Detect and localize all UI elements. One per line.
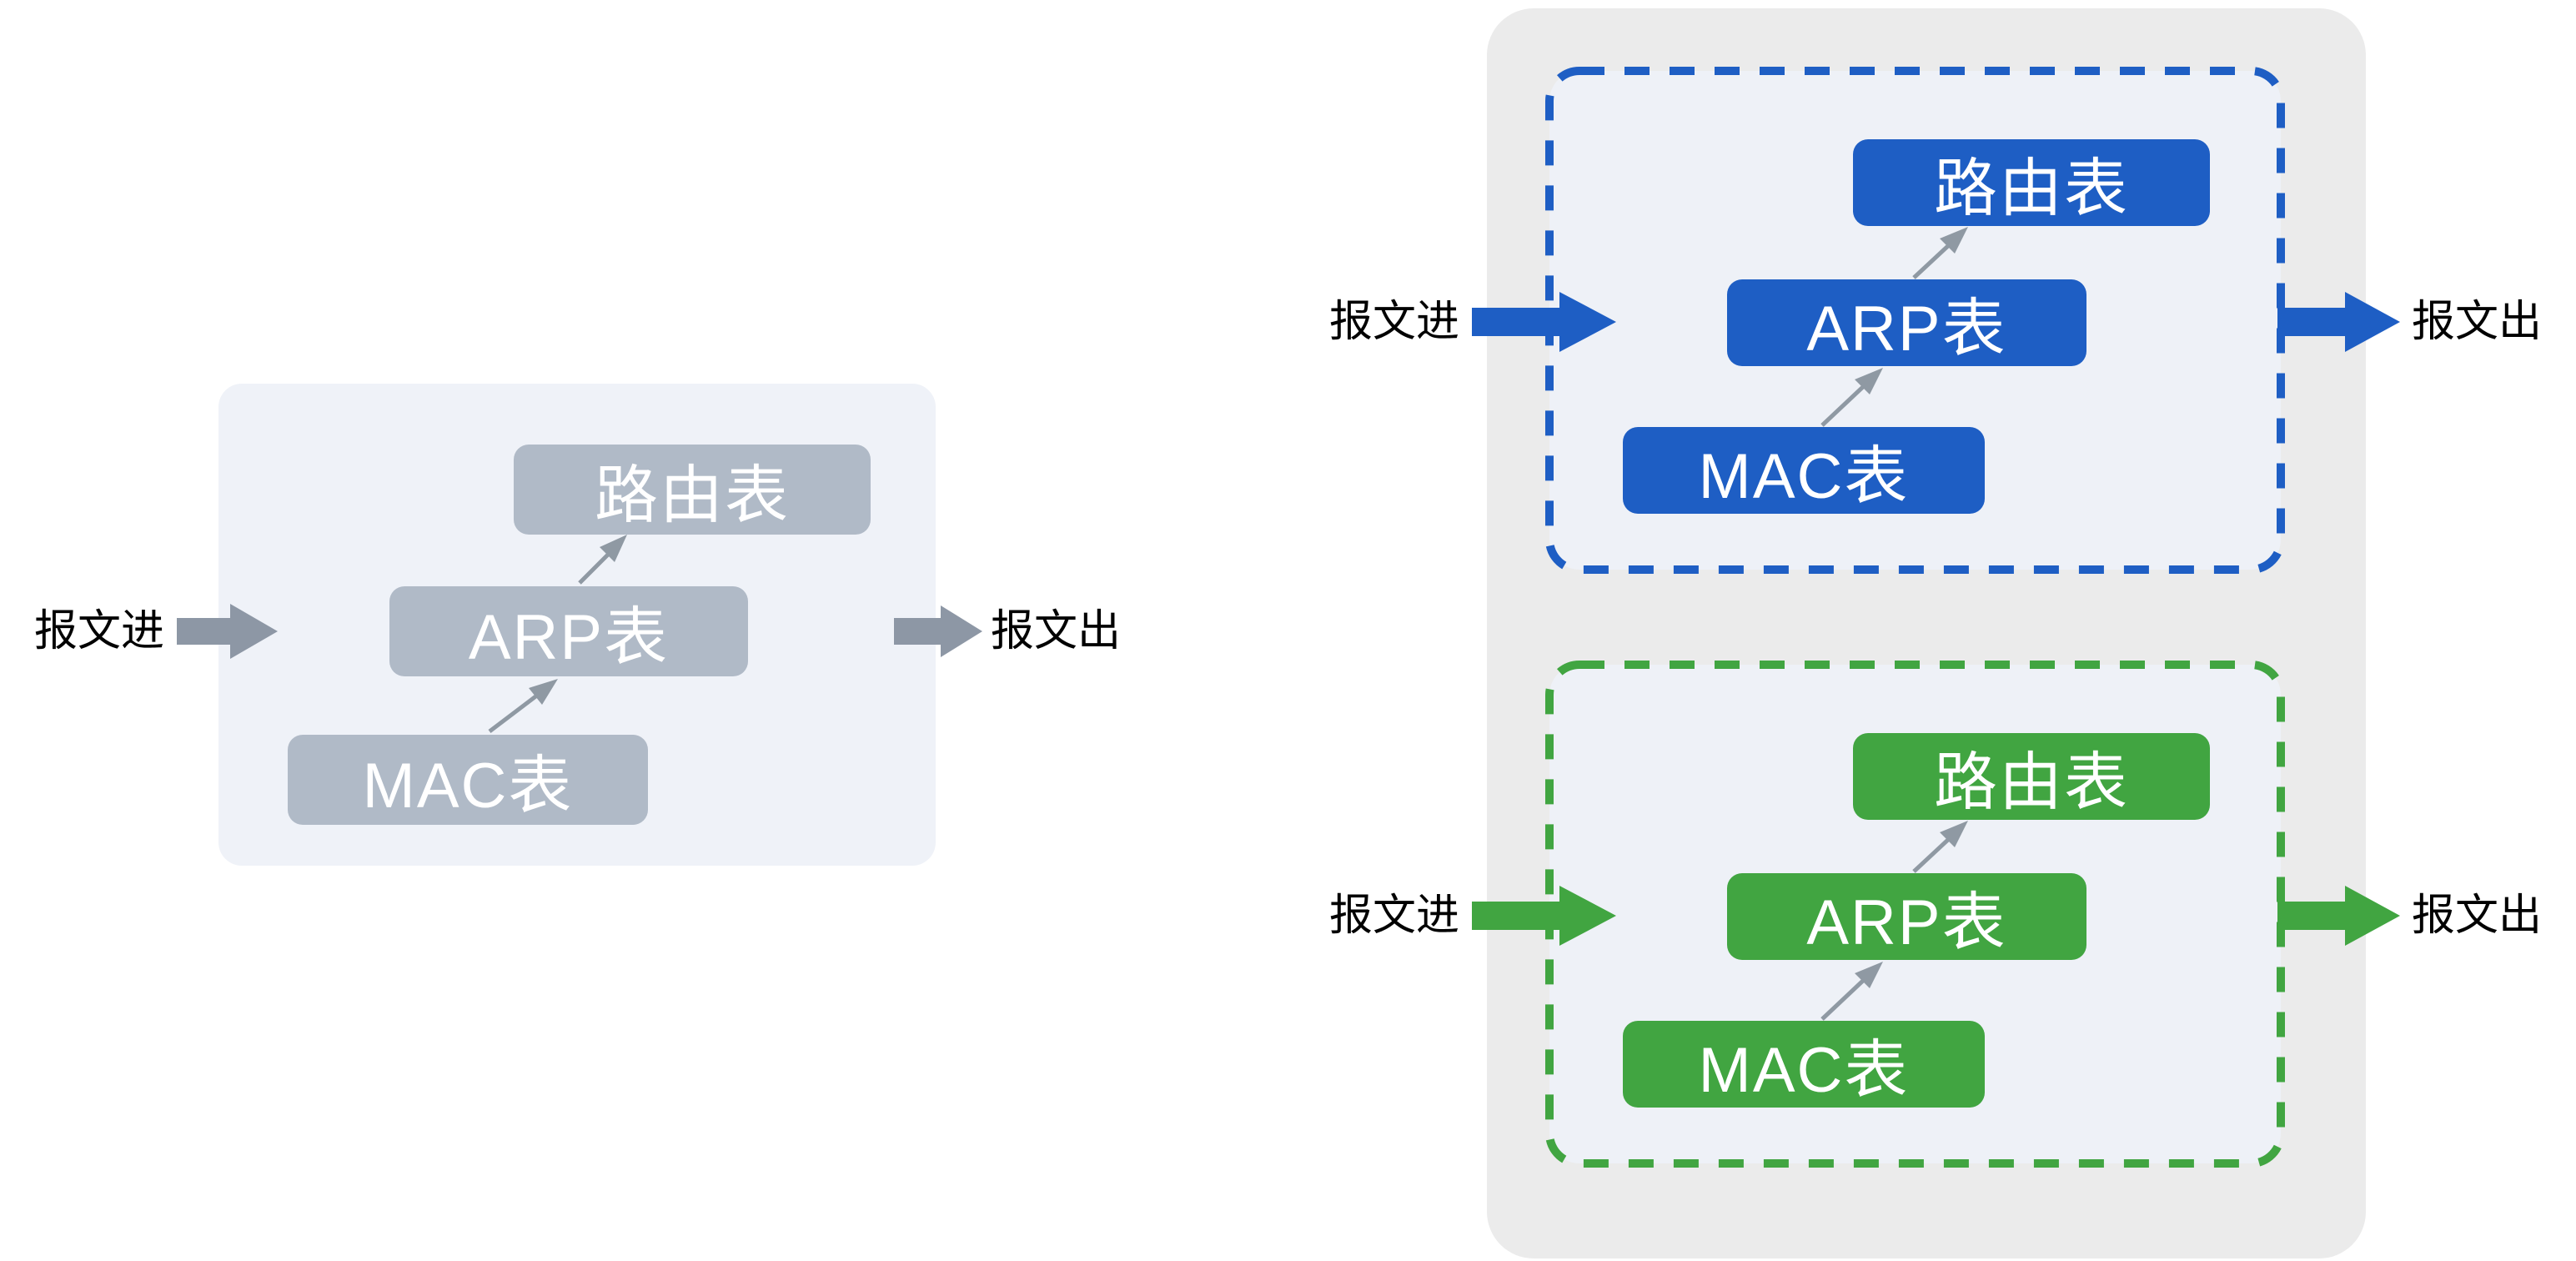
arrowhead-mac-to-arp-left: [529, 679, 558, 705]
mac-table-box-left: MAC表: [288, 735, 648, 825]
packet-in-label-left: 报文进: [33, 607, 164, 656]
packet-in-arrow-green: [1472, 886, 1616, 946]
packet-out-label-left: 报文出: [991, 607, 1122, 656]
packet-out-arrow-green: [2277, 886, 2400, 946]
arp-table-box-blue: ARP表: [1727, 279, 2086, 366]
packet-out-arrow-blue: [2277, 292, 2400, 352]
mac-table-box-blue: MAC表: [1623, 427, 1985, 514]
connector-arp-to-routing-left: [578, 551, 611, 585]
packet-out-label-blue: 报文出: [2412, 298, 2543, 346]
arrowhead-mac-to-arp-blue: [1855, 368, 1883, 394]
arrowhead-arp-to-routing-blue: [1940, 227, 1968, 254]
connector-mac-to-arp-left: [488, 693, 540, 733]
packet-in-label-blue: 报文进: [1328, 298, 1459, 346]
packet-out-arrow-left: [894, 605, 982, 657]
connector-mac-to-arp-green: [1820, 977, 1866, 1021]
packet-in-label-green: 报文进: [1328, 892, 1459, 940]
packet-in-arrow-left: [177, 604, 278, 659]
connector-arp-to-routing-blue: [1912, 243, 1951, 279]
packet-out-label-green: 报文出: [2412, 892, 2543, 940]
mac-table-box-green: MAC表: [1623, 1021, 1985, 1108]
connector-mac-to-arp-blue: [1820, 384, 1866, 427]
routing-table-box-blue: 路由表: [1853, 139, 2210, 226]
arrowhead-arp-to-routing-left: [600, 535, 627, 562]
connector-arp-to-routing-green: [1912, 836, 1951, 873]
packet-in-arrow-blue: [1472, 292, 1616, 352]
arrowhead-mac-to-arp-green: [1855, 962, 1883, 988]
arp-table-box-left: ARP表: [389, 586, 748, 676]
routing-table-box-left: 路由表: [514, 445, 871, 535]
routing-table-box-green: 路由表: [1853, 733, 2210, 820]
arp-table-box-green: ARP表: [1727, 873, 2086, 960]
arrowhead-arp-to-routing-green: [1940, 821, 1968, 847]
